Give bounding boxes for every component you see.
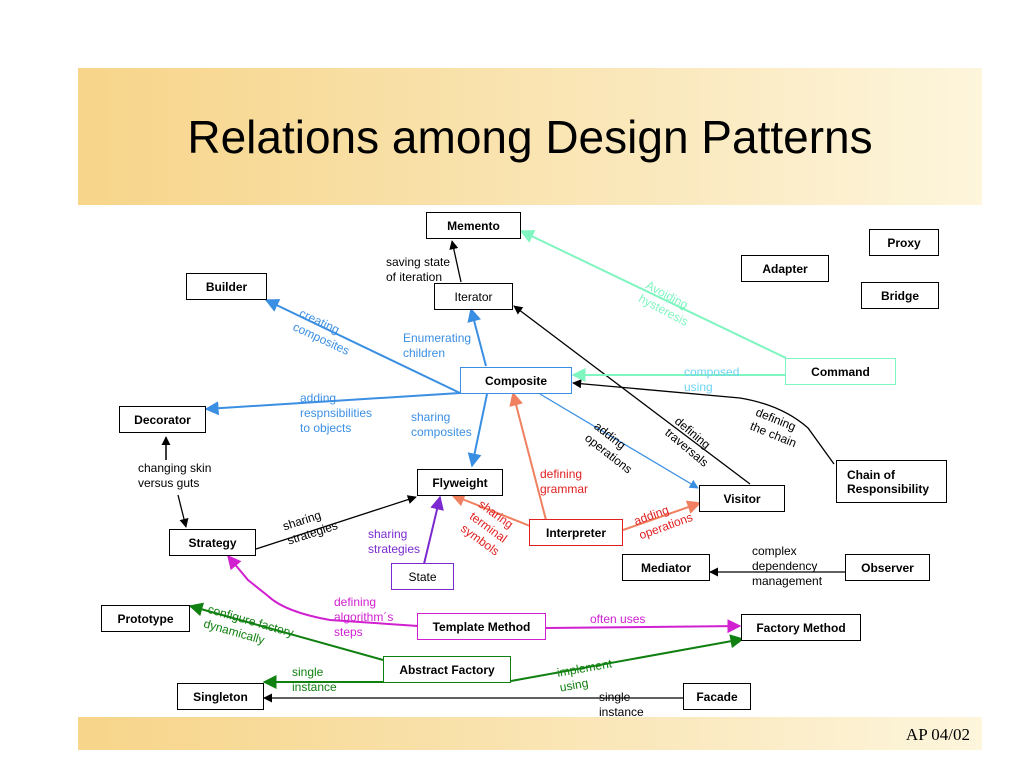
edge-abstract-prototype bbox=[188, 602, 384, 661]
edge-composite-visitor bbox=[539, 393, 699, 489]
node-command[interactable]: Command bbox=[785, 358, 896, 385]
title-banner: Relations among Design Patterns bbox=[78, 68, 982, 205]
label-enumerating-children: Enumerating children bbox=[403, 331, 472, 360]
node-strategy[interactable]: Strategy bbox=[169, 529, 256, 556]
footer-banner: AP 04/02 bbox=[78, 717, 982, 750]
edge-abstract-factory bbox=[510, 634, 745, 682]
label-single-instance-green: single instance bbox=[292, 665, 337, 694]
node-prototype[interactable]: Prototype bbox=[101, 605, 190, 632]
node-state[interactable]: State bbox=[391, 563, 454, 590]
edge-visitor-iterator bbox=[513, 305, 751, 485]
node-interpreter[interactable]: Interpreter bbox=[529, 519, 623, 546]
edge-command-memento bbox=[519, 230, 787, 359]
edge-chain-composite bbox=[572, 379, 835, 465]
node-memento[interactable]: Memento bbox=[426, 212, 521, 239]
label-composed-using: composed using bbox=[684, 365, 740, 394]
label-saving-state: saving state of iteration bbox=[386, 255, 451, 284]
node-visitor[interactable]: Visitor bbox=[699, 485, 785, 512]
edge-interpreter-visitor bbox=[622, 500, 702, 531]
node-template-method[interactable]: Template Method bbox=[417, 613, 546, 640]
edge-composite-iterator bbox=[467, 307, 487, 367]
slide-title: Relations among Design Patterns bbox=[187, 111, 873, 163]
edge-composite-flyweight bbox=[467, 393, 488, 468]
node-observer[interactable]: Observer bbox=[845, 554, 930, 581]
edge-composite-decorator bbox=[204, 392, 461, 416]
node-builder[interactable]: Builder bbox=[186, 273, 267, 300]
label-single-instance-black: single instance bbox=[599, 690, 644, 719]
edge-iterator-memento bbox=[449, 240, 462, 283]
label-often-uses: often uses bbox=[590, 612, 646, 626]
label-complex-dependency: complex dependency management bbox=[752, 544, 823, 588]
node-adapter[interactable]: Adapter bbox=[741, 255, 829, 282]
edge-composite-builder bbox=[264, 299, 461, 394]
edge-interpreter-composite bbox=[509, 391, 547, 521]
node-bridge[interactable]: Bridge bbox=[861, 282, 939, 309]
edge-strategy-flyweight bbox=[255, 495, 417, 550]
label-defining-grammar: defining grammar bbox=[540, 467, 589, 496]
label-sharing-composites: sharing composites bbox=[411, 410, 472, 439]
label-adding-responsibilities: adding respnsibilities to objects bbox=[300, 391, 373, 435]
label-changing-skin: changing skin versus guts bbox=[138, 461, 212, 490]
node-flyweight[interactable]: Flyweight bbox=[417, 469, 503, 496]
node-factory-method[interactable]: Factory Method bbox=[741, 614, 861, 641]
edge-state-flyweight bbox=[423, 495, 444, 565]
node-proxy[interactable]: Proxy bbox=[869, 229, 939, 256]
edge-interpreter-flyweight bbox=[450, 493, 531, 527]
node-mediator[interactable]: Mediator bbox=[622, 554, 710, 581]
node-singleton[interactable]: Singleton bbox=[177, 683, 264, 710]
node-composite[interactable]: Composite bbox=[460, 367, 572, 394]
label-sharing-strategies-purple: sharing strategies bbox=[368, 527, 421, 556]
edge-template-factory bbox=[545, 619, 742, 634]
label-defining-algorithm-steps: defining algorithm´s steps bbox=[334, 595, 394, 639]
node-chain-of-responsibility[interactable]: Chain of Responsibility bbox=[836, 460, 947, 503]
node-decorator[interactable]: Decorator bbox=[119, 406, 206, 433]
footer-text: AP 04/02 bbox=[905, 725, 970, 744]
node-iterator[interactable]: Iterator bbox=[434, 283, 513, 310]
edge-template-strategy bbox=[227, 554, 419, 627]
node-facade[interactable]: Facade bbox=[683, 683, 751, 710]
node-abstract-factory[interactable]: Abstract Factory bbox=[383, 656, 511, 683]
edge-skin-strategy bbox=[177, 494, 189, 528]
